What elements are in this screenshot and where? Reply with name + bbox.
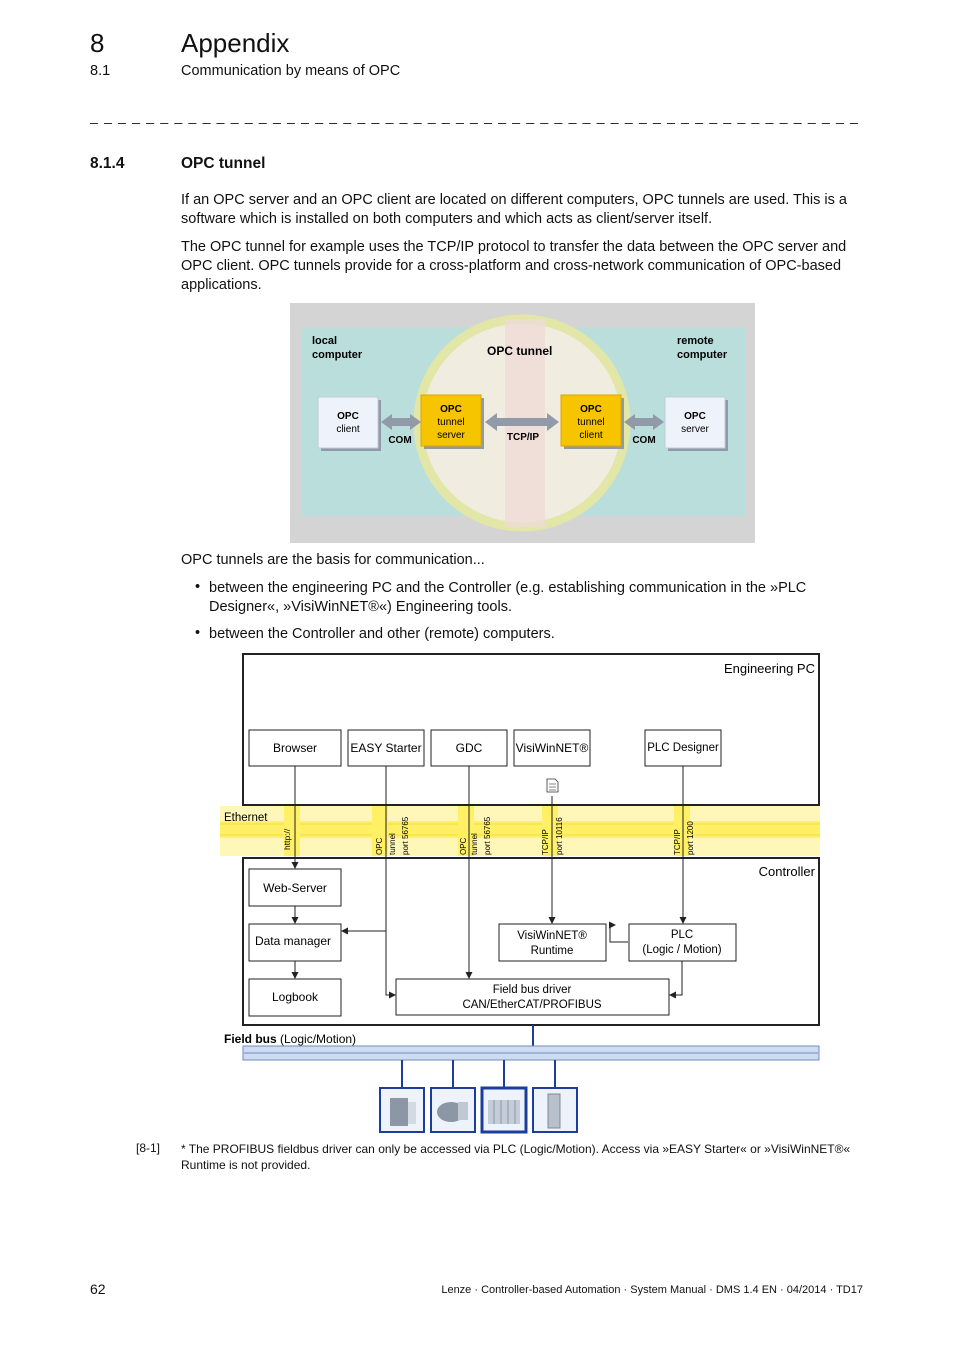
port-opc1-a: OPC bbox=[375, 837, 384, 855]
page-number: 62 bbox=[90, 1281, 106, 1297]
field-devices bbox=[379, 1060, 578, 1134]
port-tcp1-a: TCP/IP bbox=[541, 829, 550, 855]
web-server-label: Web-Server bbox=[263, 881, 327, 895]
tcpip-arrow bbox=[485, 413, 559, 431]
port-band-tcp-2 bbox=[674, 806, 690, 856]
paragraph-3: OPC tunnels are the basis for communicat… bbox=[181, 552, 485, 568]
plc-designer-label: PLC Designer bbox=[647, 742, 719, 754]
bullet-item-1: between the engineering PC and the Contr… bbox=[209, 580, 807, 615]
gdc-box bbox=[430, 729, 508, 767]
subchapter-number: 8.1 bbox=[90, 63, 111, 79]
gdc-label: GDC bbox=[456, 741, 483, 755]
opc-tunnel-server-box bbox=[420, 394, 482, 447]
port-opc2-c: port 56765 bbox=[483, 816, 492, 855]
bullet-marker-2: • bbox=[195, 625, 201, 641]
subchapter-title: Communication by means of OPC bbox=[181, 63, 401, 79]
engineering-pc-label: Engineering PC bbox=[724, 661, 815, 676]
port-tcp2-a: TCP/IP bbox=[673, 829, 682, 855]
remote-computer-label: remote bbox=[677, 335, 714, 347]
tunnel-server-label-3: server bbox=[437, 430, 465, 441]
field-bus-driver-label-2: CAN/EtherCAT/PROFIBUS bbox=[462, 999, 601, 1011]
plc-label-2: (Logic / Motion) bbox=[642, 944, 721, 956]
plc-label-1: PLC bbox=[671, 929, 693, 941]
plc-designer-box bbox=[644, 729, 722, 767]
figure-note: * The PROFIBUS fieldbus driver can only … bbox=[181, 1142, 851, 1172]
ethernet-label: Ethernet bbox=[224, 812, 268, 824]
header-separator: _ _ _ _ _ _ _ _ _ _ _ _ _ _ _ _ _ _ _ _ … bbox=[90, 108, 863, 124]
port-http-label: http:// bbox=[282, 828, 292, 850]
port-band-tcp-1 bbox=[542, 806, 558, 856]
visiwinnet-label: VisiWinNET® bbox=[516, 741, 589, 755]
com-arrow-right bbox=[624, 414, 664, 430]
logbook-label: Logbook bbox=[272, 990, 319, 1004]
logbook-box bbox=[248, 978, 342, 1017]
opc-server-label-1: OPC bbox=[684, 411, 706, 422]
com-label-left: COM bbox=[388, 435, 411, 446]
port-band-opc-1 bbox=[372, 806, 388, 856]
opc-tunnel-diagram: local computer OPC tunnel remote compute… bbox=[290, 303, 755, 543]
port-opc2-a: OPC bbox=[459, 837, 468, 855]
port-opc1-c: port 56765 bbox=[401, 816, 410, 855]
connection-lines bbox=[291, 766, 687, 999]
footer-text: Lenze · Controller-based Automation · Sy… bbox=[441, 1284, 863, 1296]
opc-server-label-2: server bbox=[681, 424, 709, 435]
section-title: OPC tunnel bbox=[181, 155, 266, 172]
bullet-marker-1: • bbox=[195, 579, 201, 595]
visiwinnet-box bbox=[513, 729, 591, 767]
tunnel-client-label-3: client bbox=[579, 430, 603, 441]
opc-server-box bbox=[664, 396, 726, 449]
tunnel-client-label-1: OPC bbox=[580, 404, 602, 415]
local-computer-label: local bbox=[312, 335, 337, 347]
paragraph-2: The OPC tunnel for example uses the TCP/… bbox=[181, 239, 847, 293]
easy-starter-label: EASY Starter bbox=[350, 741, 421, 755]
communication-architecture-diagram: Engineering PC Browser EASY Starter GDC … bbox=[220, 653, 820, 1134]
opc-tunnel-client-box bbox=[560, 394, 622, 447]
visiwinnet-runtime-box bbox=[498, 923, 607, 962]
plc-box bbox=[628, 923, 737, 962]
port-tcp2-b: port 1200 bbox=[686, 821, 695, 855]
controller-label: Controller bbox=[759, 864, 816, 879]
field-bus-driver-box bbox=[395, 978, 670, 1016]
tunnel-server-label-1: OPC bbox=[440, 404, 462, 415]
browser-label: Browser bbox=[273, 741, 317, 755]
tunnel-server-label-2: tunnel bbox=[437, 417, 464, 428]
com-arrow-left bbox=[381, 414, 421, 430]
section-number: 8.1.4 bbox=[90, 155, 125, 172]
bullet-item-2: between the Controller and other (remote… bbox=[209, 626, 555, 642]
remote-computer-label-2: computer bbox=[677, 349, 728, 361]
chapter-number: 8 bbox=[90, 28, 105, 58]
opc-client-label-1: OPC bbox=[337, 411, 359, 422]
port-tcp1-b: port 10116 bbox=[555, 817, 564, 855]
tunnel-client-label-2: tunnel bbox=[577, 417, 604, 428]
tcpip-label: TCP/IP bbox=[507, 432, 540, 443]
web-server-box bbox=[248, 868, 342, 907]
port-band-opc-2 bbox=[458, 806, 474, 856]
opc-client-box bbox=[317, 396, 379, 449]
port-band-http bbox=[284, 806, 300, 856]
figure-label: [8-1] bbox=[136, 1141, 161, 1155]
visiwinnet-runtime-label-2: Runtime bbox=[531, 945, 574, 957]
com-label-right: COM bbox=[632, 435, 655, 446]
opc-client-label-2: client bbox=[336, 424, 360, 435]
port-opc1-b: tunnel bbox=[388, 833, 397, 855]
chapter-title: Appendix bbox=[181, 28, 290, 58]
easy-starter-box bbox=[347, 729, 425, 767]
opc-tunnel-title: OPC tunnel bbox=[487, 344, 552, 358]
field-bus-label: Field bus (Logic/Motion) bbox=[224, 1032, 356, 1046]
local-computer-label-2: computer bbox=[312, 349, 363, 361]
data-manager-label: Data manager bbox=[255, 934, 331, 948]
port-opc2-b: tunnel bbox=[470, 833, 479, 855]
ethernet-bus bbox=[220, 821, 820, 838]
paragraph-1: If an OPC server and an OPC client are l… bbox=[181, 192, 847, 227]
document-icon bbox=[546, 778, 559, 793]
visiwinnet-runtime-label-1: VisiWinNET® bbox=[517, 930, 587, 942]
data-manager-box bbox=[248, 923, 342, 962]
field-bus-driver-label-1: Field bus driver bbox=[493, 984, 572, 996]
